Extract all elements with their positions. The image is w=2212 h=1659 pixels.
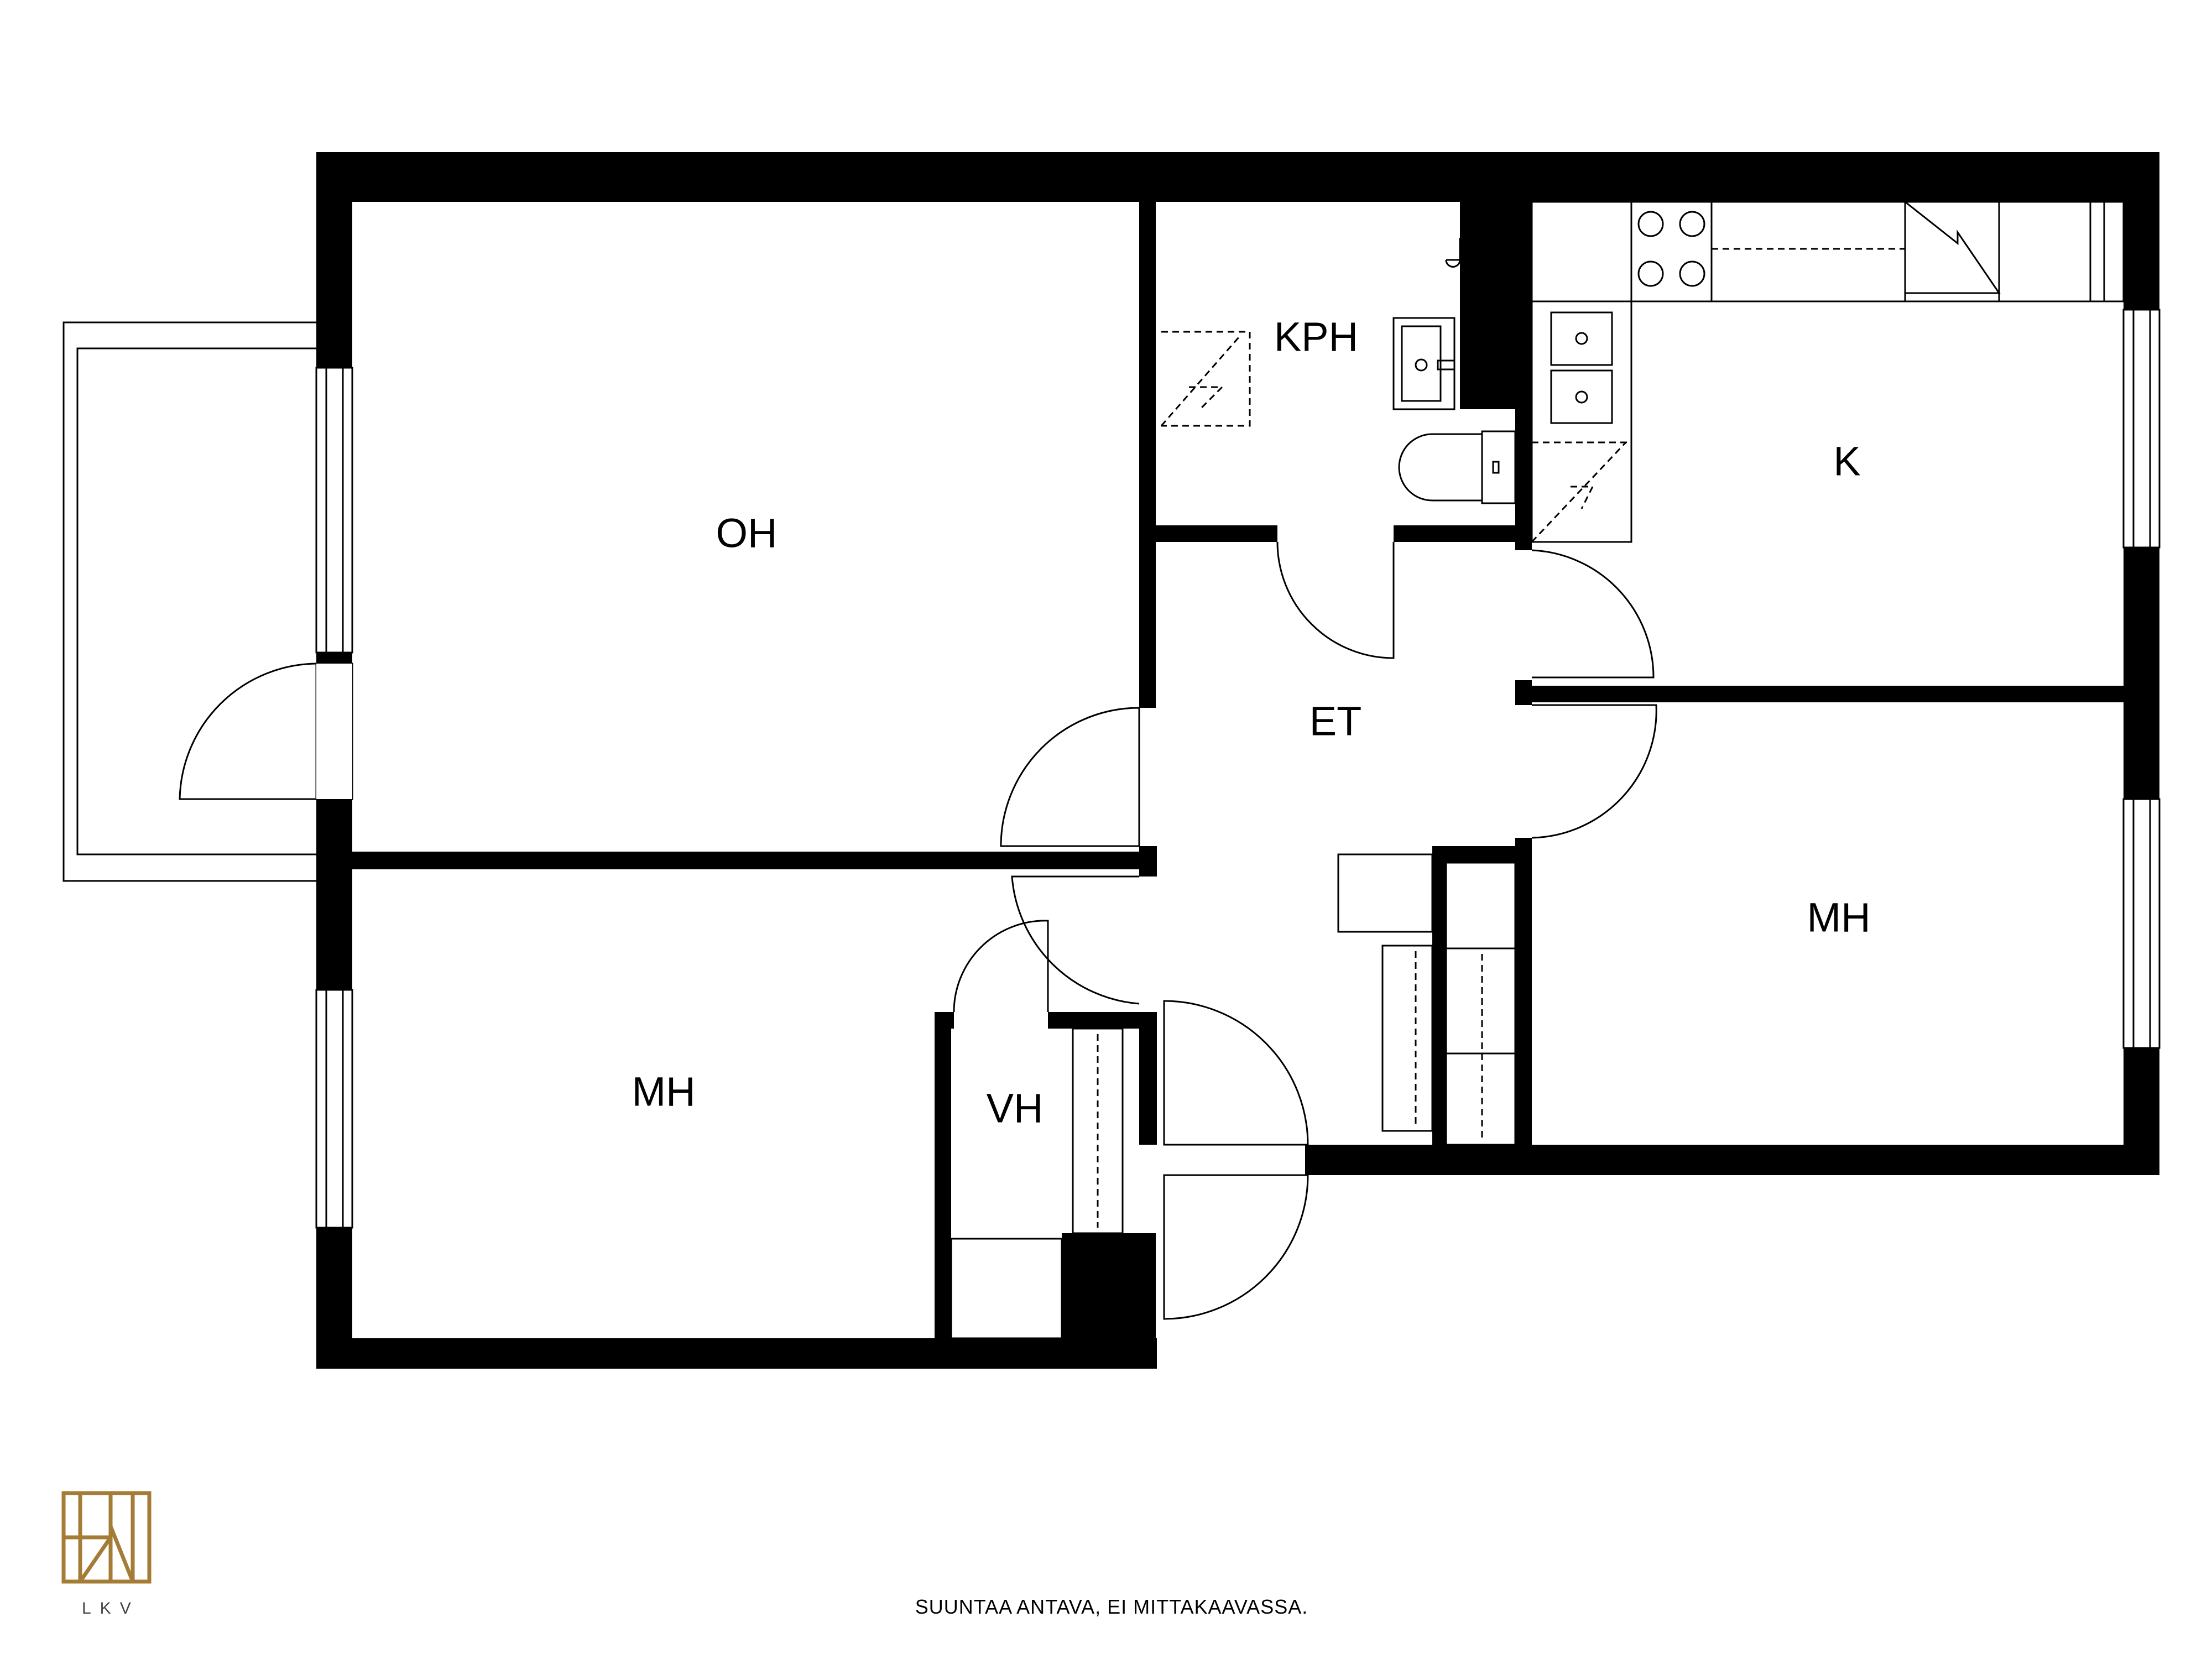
room-label-mh-right: MH [1807, 895, 1870, 941]
door-swing-entry-in [1163, 1000, 1309, 1146]
door-swing-balcony [179, 662, 317, 800]
window-mh-left [315, 989, 353, 1229]
room-label-k: K [1833, 439, 1860, 484]
shower-icon [1160, 331, 1251, 427]
door-swing-entry-out [1163, 1174, 1309, 1320]
room-label-mh-left: MH [632, 1069, 695, 1115]
balcony [62, 321, 319, 882]
bathroom-fixtures [1160, 238, 1516, 504]
disclaimer-note: SUUNTAA ANTAVA, EI MITTAKAAVASSA. [915, 1595, 1308, 1618]
closets [950, 853, 1516, 1339]
kitchen-fixtures [1531, 201, 2125, 543]
room-label-kph: KPH [1274, 314, 1358, 360]
room-label-oh: OH [716, 510, 778, 556]
window-oh-upper [315, 367, 353, 654]
logo-text: LKV [82, 1599, 140, 1618]
door-swing-vh [953, 920, 1049, 1013]
door-swing-mh-right [1531, 704, 1657, 839]
room-label-vh: VH [987, 1086, 1044, 1131]
window-k [2122, 309, 2161, 549]
doors [179, 525, 1657, 1320]
room-label-et: ET [1310, 698, 1362, 744]
windows [315, 309, 2161, 1229]
logo-mark [61, 1491, 152, 1584]
door-swing-k [1531, 549, 1655, 679]
window-mh-right [2122, 798, 2161, 1049]
washbasin-icon [1392, 317, 1455, 410]
door-swing-kph [1276, 541, 1395, 659]
outer-walls [316, 152, 2159, 1369]
door-swing-oh [1000, 707, 1140, 847]
faucet-icon [1445, 238, 1461, 268]
fridge-icon [1905, 201, 2001, 294]
sink-icon [1550, 311, 1613, 424]
door-swing-mh-left [1011, 875, 1140, 1005]
stove-icon [1637, 211, 1705, 287]
toilet-icon [1398, 430, 1516, 504]
